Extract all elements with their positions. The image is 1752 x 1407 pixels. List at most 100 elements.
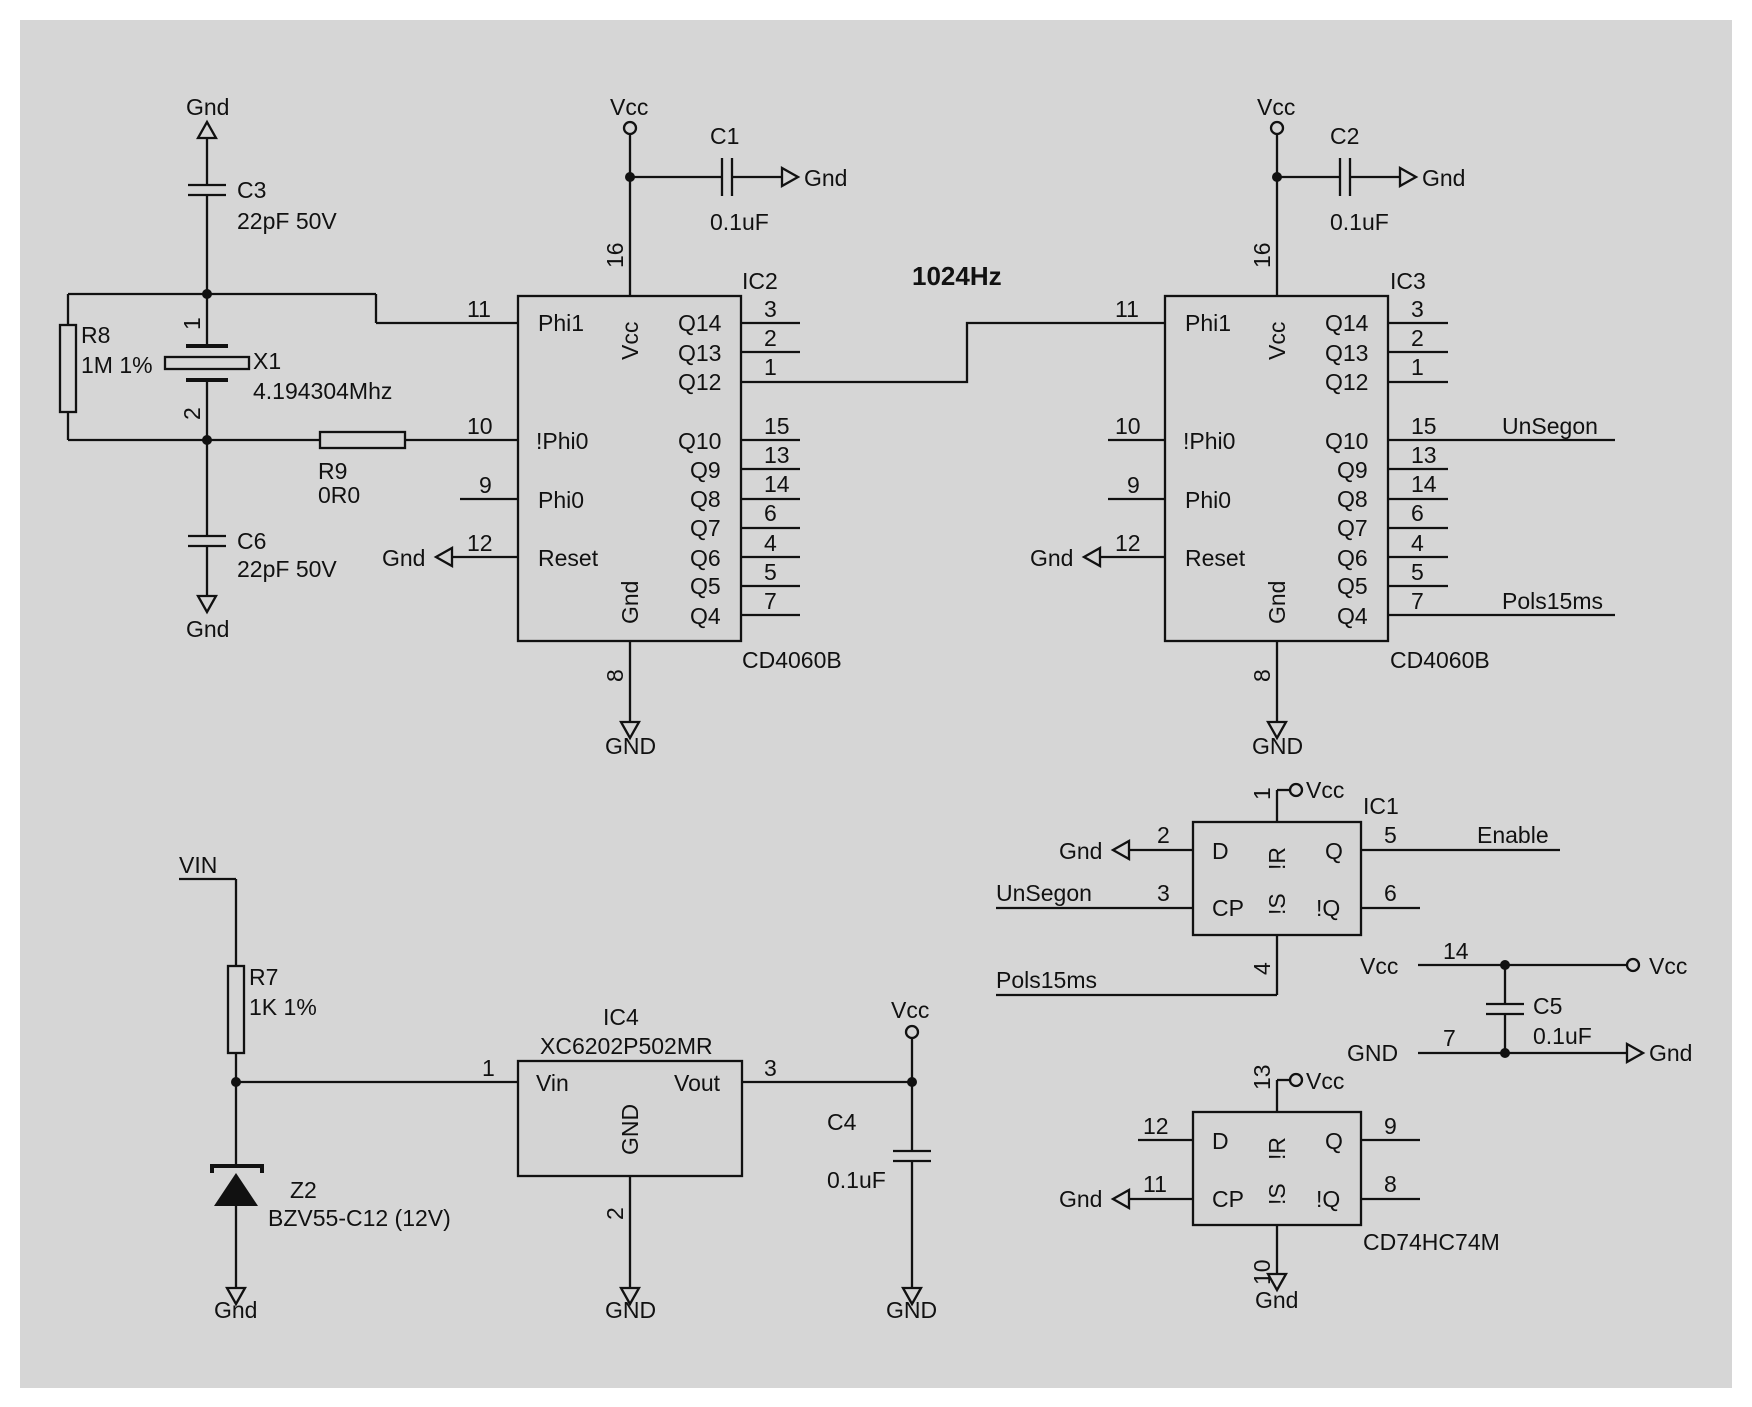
ic2-part: CD4060B <box>742 647 842 673</box>
ff2-pin-name: D <box>1212 1128 1229 1154</box>
ic1-pin-name: !S <box>1264 893 1290 915</box>
ic3-pin-num: 13 <box>1411 442 1437 468</box>
gnd-label: GND <box>605 733 656 759</box>
ic4-part: XC6202P502MR <box>540 1033 713 1059</box>
x1-pin1: 1 <box>179 317 205 330</box>
ic2-pin-num: 9 <box>479 472 492 498</box>
ic1-pin-num: 3 <box>1157 880 1170 906</box>
ic1-pin-name: !R <box>1264 847 1290 870</box>
z2-zener <box>214 1173 258 1206</box>
ic2-pin-num: 4 <box>764 530 777 556</box>
c5-value: 0.1uF <box>1533 1023 1592 1049</box>
ic4-gnd: GND <box>617 1104 643 1155</box>
ic2-pin-name: Q14 <box>678 310 722 336</box>
x1-pin2: 2 <box>179 407 205 420</box>
ic3-part: CD4060B <box>1390 647 1490 673</box>
vcc-label: Vcc <box>1360 953 1398 979</box>
ic3-pin-name: Q13 <box>1325 340 1368 366</box>
ic3-pin-num: 10 <box>1115 413 1141 439</box>
ic3-pin-name: Q6 <box>1337 545 1368 571</box>
ic2-pin-name: Q9 <box>690 457 721 483</box>
net-pols15ms: Pols15ms <box>996 967 1097 993</box>
ic2-pin-name: Q7 <box>690 515 721 541</box>
ic2-pin-num: 3 <box>764 296 777 322</box>
ic3-pin-num: 15 <box>1411 413 1437 439</box>
ic3-pin-num: 3 <box>1411 296 1424 322</box>
ic3-pin-name: Q8 <box>1337 486 1368 512</box>
ic3-gnd-name: Gnd <box>1264 581 1290 624</box>
z2-value: BZV55-C12 (12V) <box>268 1205 451 1231</box>
gnd-label: Gnd <box>1059 1186 1102 1212</box>
wire-1024hz <box>741 321 1165 384</box>
vcc-label: Vcc <box>1306 777 1344 803</box>
ic2-pin-num: 5 <box>764 559 777 585</box>
c6-ref: C6 <box>237 528 266 554</box>
ic2-pin-num: 12 <box>467 530 493 556</box>
r9-ref: R9 <box>318 458 347 484</box>
gnd-label: Gnd <box>1649 1040 1692 1066</box>
r8-ref: R8 <box>81 322 110 348</box>
ic1-ref: IC1 <box>1363 793 1399 819</box>
ic3-pin-name: Q5 <box>1337 573 1368 599</box>
gnd-label: Gnd <box>1030 545 1073 571</box>
gnd-label: Gnd <box>1255 1287 1298 1313</box>
ff-vcc-pin: 14 <box>1443 938 1469 964</box>
ic2-pin-name: Phi1 <box>538 310 584 336</box>
gnd-label: Gnd <box>1059 838 1102 864</box>
ic2-pin-name: Q4 <box>690 603 721 629</box>
ic2-pin-num: 2 <box>764 325 777 351</box>
gnd-label: Gnd <box>186 94 229 120</box>
c1-value: 0.1uF <box>710 209 769 235</box>
ic1-pin-num: 2 <box>1157 822 1170 848</box>
ic2-pin-name: !Phi0 <box>536 428 588 454</box>
ic2-pin-name: Q13 <box>678 340 721 366</box>
ff2-pin-name: Q <box>1325 1128 1343 1154</box>
gnd-label: Gnd <box>382 545 425 571</box>
vin-label: VIN <box>179 852 217 878</box>
vcc-label: Vcc <box>1649 953 1687 979</box>
net-unsegon: UnSegon <box>1502 413 1598 439</box>
ff2-pin-name: !S <box>1264 1183 1290 1205</box>
ic3-pin-name: Q12 <box>1325 369 1368 395</box>
ff2-part: CD74HC74M <box>1363 1229 1500 1255</box>
gnd-label: Gnd <box>804 165 847 191</box>
ff-power-section: Vcc 14 Vcc C5 0.1uF GND 7 Gnd <box>1347 938 1692 1066</box>
c2-ref: C2 <box>1330 123 1359 149</box>
ff2-pin-num: 11 <box>1143 1171 1167 1197</box>
ic3-pin-name: Reset <box>1185 545 1246 571</box>
ic2-right-pins: Q14 Q13 Q12 Q10 Q9 Q8 Q7 Q6 Q5 Q4 3 2 1 … <box>678 296 800 629</box>
net-unsegon: UnSegon <box>996 880 1092 906</box>
c3-value: 22pF 50V <box>237 208 337 234</box>
ic2-pin-num: 6 <box>764 500 777 526</box>
ic3-pin-num: 7 <box>1411 588 1424 614</box>
ff2-pin-num: 9 <box>1384 1113 1397 1139</box>
ic1-pin-num: 6 <box>1384 880 1397 906</box>
ff2-pin-num: 10 <box>1249 1259 1275 1285</box>
ic2-ref: IC2 <box>742 268 778 294</box>
ic2-pin-name: Q6 <box>690 545 721 571</box>
x1-crystal <box>163 355 251 371</box>
gnd-label: GND <box>1347 1040 1398 1066</box>
power-supply-section: VIN R7 1K 1% Gnd Z2 BZV55-C12 (12V) IC4 … <box>179 852 937 1323</box>
ic3-body <box>1163 294 1390 643</box>
ic3-pin-num: 4 <box>1411 530 1424 556</box>
ic3-gnd-pin: 8 <box>1249 669 1275 682</box>
vcc-label: Vcc <box>891 997 929 1023</box>
c4-ref: C4 <box>827 1109 857 1135</box>
ic3-pin-num: 9 <box>1127 472 1140 498</box>
ic1-pin-name: CP <box>1212 895 1244 921</box>
ff2-body <box>1191 1110 1363 1227</box>
r7-ref: R7 <box>249 964 278 990</box>
ic3-pin-name: Q7 <box>1337 515 1368 541</box>
ic4-ref: IC4 <box>603 1004 639 1030</box>
net-enable: Enable <box>1477 822 1549 848</box>
vcc-label: Vcc <box>1306 1068 1344 1094</box>
ic2-pin-name: Q12 <box>678 369 721 395</box>
ic1-pin-name: D <box>1212 838 1229 864</box>
gnd-symbol <box>196 119 218 146</box>
z2-ref: Z2 <box>290 1177 317 1203</box>
ic2-gnd-name: Gnd <box>617 581 643 624</box>
ff2-pin-name: !R <box>1264 1137 1290 1160</box>
ic4-vout: Vout <box>674 1070 721 1096</box>
